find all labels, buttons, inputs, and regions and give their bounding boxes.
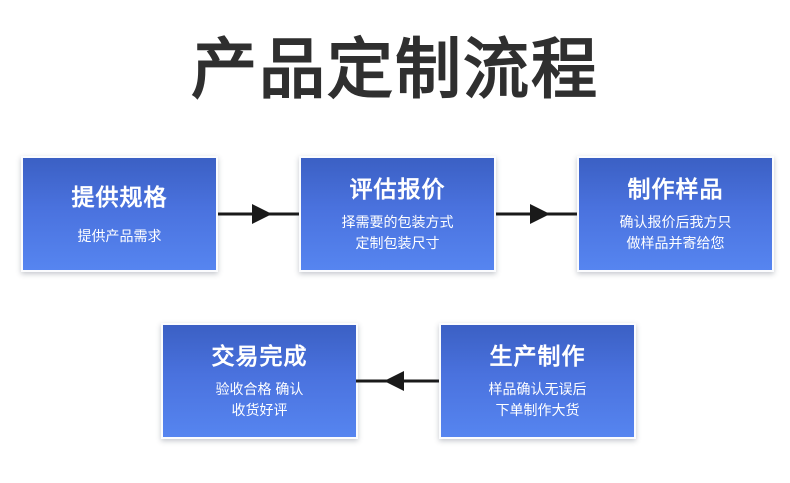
connector-arrow-left-1 [356,369,440,393]
flow-step-description: 确认报价后我方只 做样品并寄给您 [620,212,732,254]
flow-step-make-sample[interactable]: 制作样品 确认报价后我方只 做样品并寄给您 [577,156,774,272]
flow-step-description-line1: 确认报价后我方只 [619,214,732,230]
flow-step-description-line2: 定制包装尺寸 [355,235,440,251]
connector-arrow-right-2 [496,202,578,226]
flow-step-title: 提供规格 [71,183,168,210]
flow-step-provide-specification[interactable]: 提供规格 提供产品需求 [21,156,218,272]
flow-step-description: 样品确认无误后 下单制作大货 [489,379,587,421]
flow-step-description: 验收合格 确认 收货好评 [216,379,304,421]
flow-step-title: 评估报价 [349,176,446,202]
flow-step-description: 提供产品需求 [78,226,162,247]
flow-step-evaluate-quotation[interactable]: 评估报价 择需要的包装方式 定制包装尺寸 [299,156,496,272]
flow-step-production[interactable]: 生产制作 样品确认无误后 下单制作大货 [439,323,636,439]
flow-step-description-line2: 下单制作大货 [495,402,580,418]
flow-step-description: 择需要的包装方式 定制包装尺寸 [342,212,454,254]
page-title: 产品定制流程 [191,32,599,106]
flow-step-description-line1: 验收合格 确认 [215,381,304,397]
flow-step-description-line2: 做样品并寄给您 [626,235,725,251]
flow-step-title: 交易完成 [211,343,308,369]
flow-step-description-line1: 择需要的包装方式 [341,214,454,230]
flow-step-description-line2: 收货好评 [231,402,288,418]
flow-step-description-line1: 提供产品需求 [77,227,162,244]
flow-step-title: 生产制作 [489,343,586,369]
flow-step-transaction-complete[interactable]: 交易完成 验收合格 确认 收货好评 [161,323,358,439]
flow-step-title: 制作样品 [627,176,724,202]
connector-arrow-right-1 [218,202,300,226]
flow-step-description-line1: 样品确认无误后 [488,381,587,397]
